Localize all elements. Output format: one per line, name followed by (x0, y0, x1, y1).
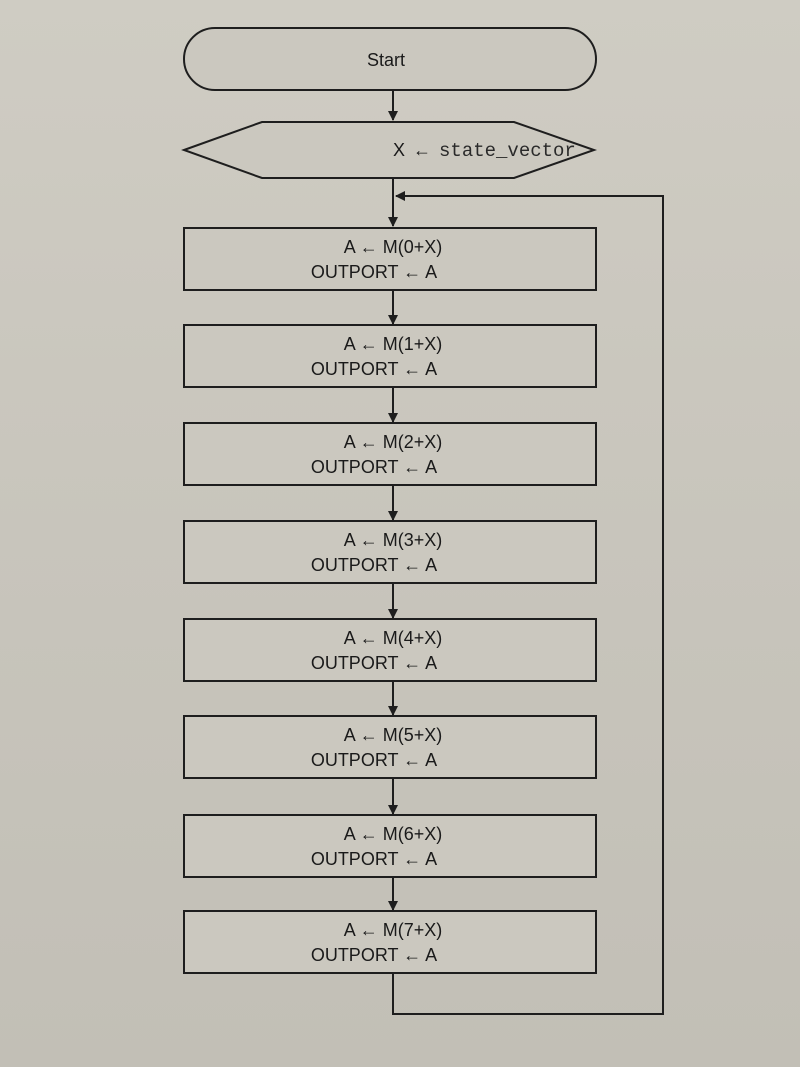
step-line-2: OUTPORT ← A (311, 359, 437, 379)
process-box (183, 715, 597, 779)
loop-back-connector (392, 191, 664, 1015)
init-rhs: state_vector (439, 140, 576, 162)
process-step-5: A ← M(5+X) OUTPORT ← A (183, 715, 597, 779)
process-step-0: A ← M(0+X) OUTPORT ← A (183, 227, 597, 291)
process-box (183, 324, 597, 388)
process-step-4: A ← M(4+X) OUTPORT ← A (183, 618, 597, 682)
step-line-1: A ← M(0+X) (344, 237, 443, 257)
step-line-2: OUTPORT ← A (311, 945, 437, 965)
step-line-1: A ← M(1+X) (344, 334, 443, 354)
steps-group: A ← M(0+X) OUTPORT ← A A ← M(1+X) OUTPORT ←… (183, 178, 597, 974)
step-line-2: OUTPORT ← A (311, 750, 437, 770)
step-line-2: OUTPORT ← A (311, 849, 437, 869)
step-line-1: A ← M(3+X) (344, 530, 443, 550)
init-preparation-shape (181, 121, 598, 179)
step-line-1: A ← M(6+X) (344, 824, 443, 844)
process-step-6: A ← M(6+X) OUTPORT ← A (183, 814, 597, 878)
process-step-1: A ← M(1+X) OUTPORT ← A (183, 324, 597, 388)
process-box (183, 520, 597, 584)
init-lhs: X (393, 140, 405, 160)
init-arrow: ← (413, 140, 431, 160)
step-line-1: A ← M(5+X) (344, 725, 443, 745)
step-line-1: A ← M(4+X) (344, 628, 443, 648)
process-box (183, 227, 597, 291)
process-step-7: A ← M(7+X) OUTPORT ← A (183, 910, 597, 974)
process-step-3: A ← M(3+X) OUTPORT ← A (183, 520, 597, 584)
process-box (183, 618, 597, 682)
process-step-2: A ← M(2+X) OUTPORT ← A (183, 422, 597, 486)
step-line-1: A ← M(7+X) (344, 920, 443, 940)
step-line-1: A ← M(2+X) (344, 432, 443, 452)
process-box (183, 422, 597, 486)
start-terminator (183, 27, 597, 91)
step-line-2: OUTPORT ← A (311, 555, 437, 575)
step-line-2: OUTPORT ← A (311, 262, 437, 282)
start-label: Start (367, 50, 405, 70)
step-line-2: OUTPORT ← A (311, 457, 437, 477)
step-line-2: OUTPORT ← A (311, 653, 437, 673)
process-box (183, 814, 597, 878)
process-box (183, 910, 597, 974)
init-label: X ← state_vector (393, 140, 576, 162)
